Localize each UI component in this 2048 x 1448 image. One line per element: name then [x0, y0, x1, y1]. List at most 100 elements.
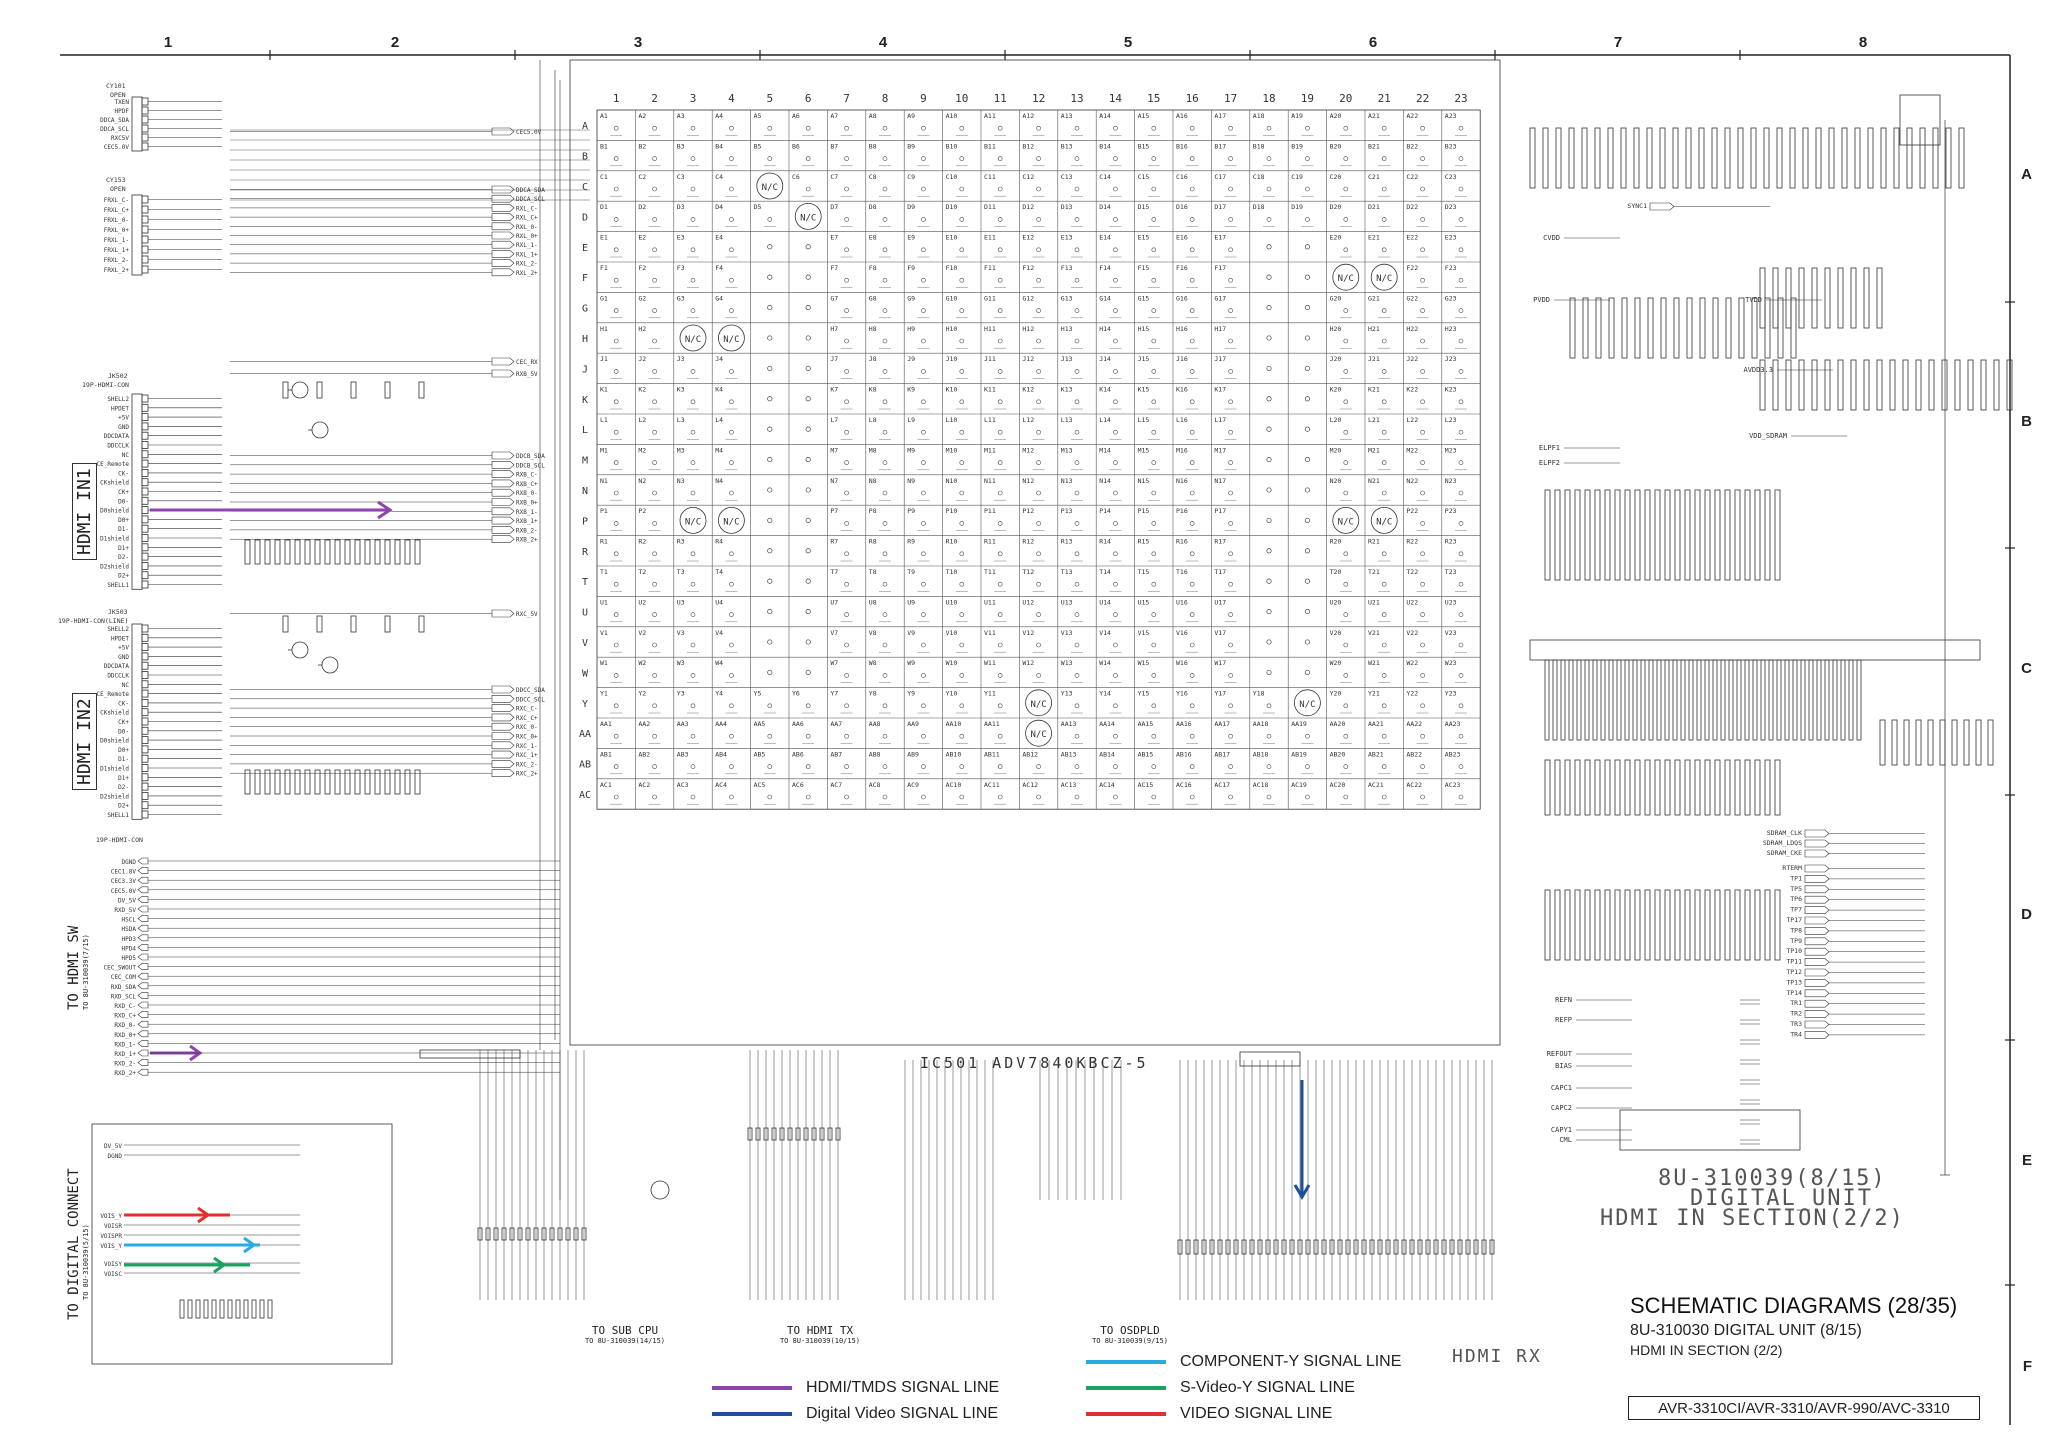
ball-pad	[613, 642, 619, 648]
ball-id: J12	[1022, 355, 1034, 363]
decoupling-cap	[1850, 267, 1857, 329]
decoupling-cap	[1763, 127, 1770, 189]
right-port-label: TP5	[1790, 885, 1802, 893]
decoupling-cap	[1582, 297, 1589, 359]
ball-pad	[1036, 642, 1041, 648]
ball-id: T16	[1176, 568, 1188, 576]
sdram-resistor	[1694, 759, 1701, 816]
ball-id: T13	[1061, 568, 1073, 576]
ball-pad	[1074, 308, 1080, 313]
net-rxl-port-label: DDCA_SCL	[516, 196, 545, 203]
ball-pad	[1458, 460, 1464, 465]
ball-pad	[805, 703, 811, 709]
ball-pad	[1189, 308, 1195, 313]
ball-id: Y14	[1099, 690, 1111, 698]
sdram-resistor	[1574, 889, 1581, 961]
grid-column-label: 4	[728, 92, 735, 105]
net-cec-port-label: RXB_5V	[516, 371, 538, 378]
ball-id: Y9	[907, 690, 915, 698]
ball-id: AB15	[1138, 750, 1154, 758]
resistor	[1225, 1239, 1231, 1255]
ball-pad	[921, 703, 926, 709]
ball-pad	[1420, 551, 1425, 557]
ball-id: M11	[984, 446, 996, 454]
net-rxc-port	[491, 750, 515, 759]
grid-row-label: D	[582, 212, 588, 223]
resistor	[179, 1299, 185, 1319]
ball-id: AB4	[715, 750, 727, 758]
ball-id: N11	[984, 477, 996, 485]
ball-pad	[1420, 794, 1425, 800]
ball-id: AA20	[1330, 720, 1346, 728]
jk502-connector-pin-label: HPDET	[111, 405, 129, 412]
ball-id: D5	[754, 203, 762, 211]
esd-diode	[304, 539, 311, 565]
ball-id: R20	[1330, 538, 1342, 546]
sdram-resistor	[1614, 759, 1621, 816]
resistor	[1185, 1239, 1191, 1255]
cy153-connector-pin-label: FRXL_0+	[104, 227, 130, 234]
ball-id: L22	[1406, 416, 1418, 424]
hdmi-rx-label: HDMI RX	[1452, 1346, 1542, 1367]
jk502-connector-pin-label: D2-	[118, 554, 129, 561]
ball-id: AA19	[1291, 720, 1307, 728]
ball-pad	[1305, 217, 1310, 222]
ball-pad	[997, 308, 1003, 313]
ball-id: V1	[600, 629, 608, 637]
grid-row-label: E	[582, 243, 588, 254]
unused-ball	[767, 639, 773, 645]
ball-id: B1	[600, 142, 608, 150]
ball-pad	[690, 399, 696, 405]
ball-pad	[1420, 277, 1425, 283]
no-connect-label: N/C	[1338, 274, 1354, 284]
esd-diode	[274, 769, 281, 795]
resistor	[235, 1299, 241, 1319]
no-connect-label: N/C	[800, 213, 816, 223]
ball-pad	[1151, 460, 1157, 465]
ball-id: V8	[869, 629, 877, 637]
ball-pad	[652, 308, 657, 313]
ball-pad	[1458, 794, 1464, 800]
ball-id: Y23	[1445, 690, 1457, 698]
ball-id: Y20	[1330, 690, 1342, 698]
ball-id: W3	[677, 659, 685, 667]
cy153-connector-pin-label: FRXL_1+	[104, 247, 130, 254]
net-rxl-port-label: DDCA_SDA	[516, 187, 545, 194]
connector-jk502-type: 19P-HDMI-CON	[82, 381, 129, 389]
right-port	[1804, 839, 1830, 848]
ball-pad	[1343, 156, 1349, 161]
ball-pad	[1074, 277, 1080, 283]
decoupling-cap	[1764, 297, 1771, 359]
ball-pad	[844, 703, 849, 709]
no-connect-ball	[1370, 263, 1398, 291]
digital-connect-pin-label: VOIS_Y	[100, 1243, 122, 1250]
ball-pad	[1074, 703, 1080, 709]
ball-pad	[1036, 460, 1041, 465]
ball-pad	[1381, 794, 1387, 800]
ball-id: AC13	[1061, 781, 1077, 789]
ball-id: W7	[830, 659, 838, 667]
sdram-pin	[1664, 659, 1670, 741]
resistor	[316, 615, 323, 633]
resistor	[1193, 1239, 1199, 1255]
ball-id: P11	[984, 507, 996, 515]
group-sub-cpu-label: TO SUB CPU	[591, 1324, 659, 1337]
title-block-title: SCHEMATIC DIAGRAMS (28/35)	[1630, 1293, 1958, 1318]
resistor	[803, 1127, 809, 1141]
cy153-connector-pin-box	[141, 215, 149, 224]
ball-pad	[767, 733, 773, 739]
resistor	[267, 1299, 273, 1319]
right-port	[1804, 885, 1830, 894]
ball-id: K23	[1445, 386, 1457, 394]
net-rxc-port-label: RXC_2-	[516, 761, 538, 768]
ball-pad	[1113, 217, 1118, 222]
ball-pad	[1458, 399, 1464, 405]
jk503-connector-pin-label: CK+	[118, 719, 129, 726]
ball-pad	[1343, 794, 1349, 800]
resistor	[827, 1127, 833, 1141]
ball-pad	[1074, 673, 1080, 678]
legend-swatch	[1086, 1386, 1166, 1390]
ball-id: G3	[677, 294, 685, 302]
grid-row-label: H	[582, 334, 588, 345]
ball-pad	[729, 277, 734, 283]
